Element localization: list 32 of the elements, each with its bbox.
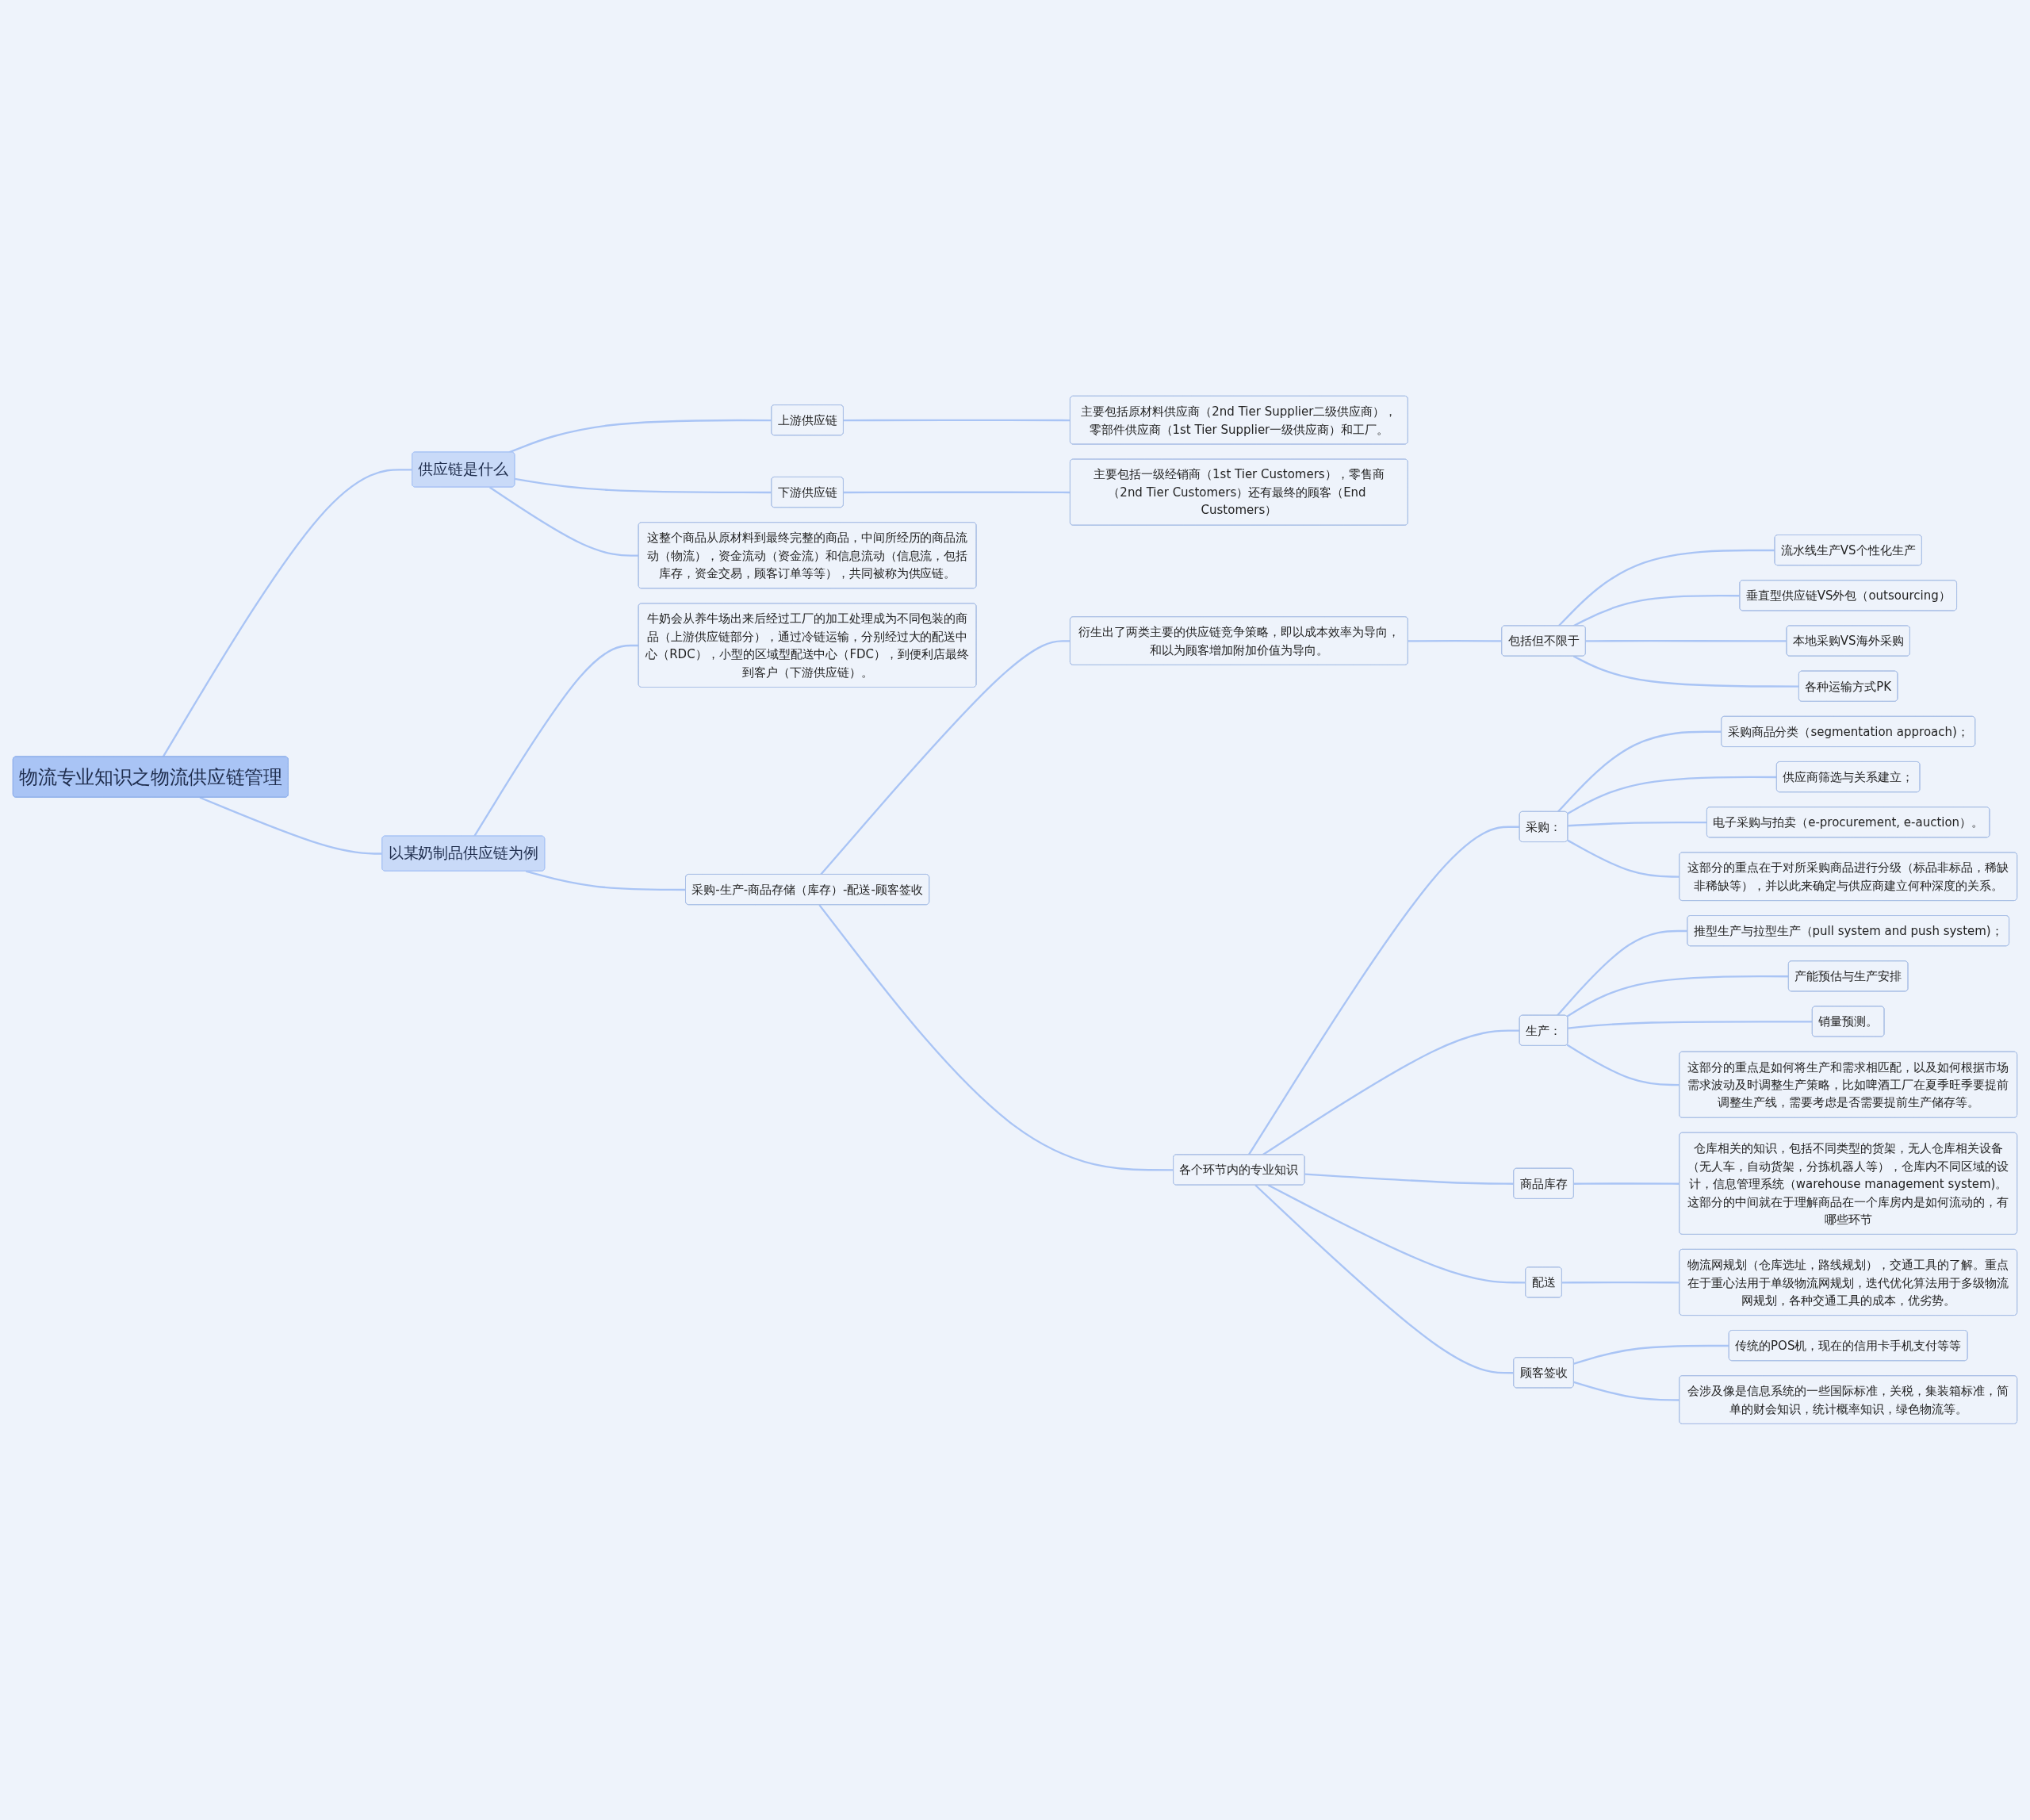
connector [1267,1184,1526,1284]
connector [199,796,383,855]
connector [1567,839,1680,878]
connector [1585,640,1787,642]
connector [843,491,1071,494]
connector [1247,826,1520,1155]
connector [1573,1344,1729,1365]
connector [1408,640,1503,642]
connector [843,419,1071,422]
connector [515,477,772,494]
connector [1566,975,1789,1017]
connector [1568,822,1707,827]
connector [1561,1282,1680,1284]
connector [489,486,639,557]
connector [820,640,1071,876]
connector [1573,1381,1680,1401]
connector [1304,1173,1515,1186]
connector [162,469,412,758]
connector [1573,1182,1680,1186]
connector [1566,1044,1680,1086]
connector [1572,595,1741,627]
connector [1557,549,1775,627]
connector [1572,655,1799,688]
connector [818,904,1174,1171]
connector [1254,1184,1515,1374]
connector [1568,1021,1813,1029]
connector [525,870,686,891]
connector [1567,776,1777,815]
connector [473,644,639,837]
connector [508,419,772,454]
connector [1557,929,1688,1017]
connector [1557,730,1722,813]
